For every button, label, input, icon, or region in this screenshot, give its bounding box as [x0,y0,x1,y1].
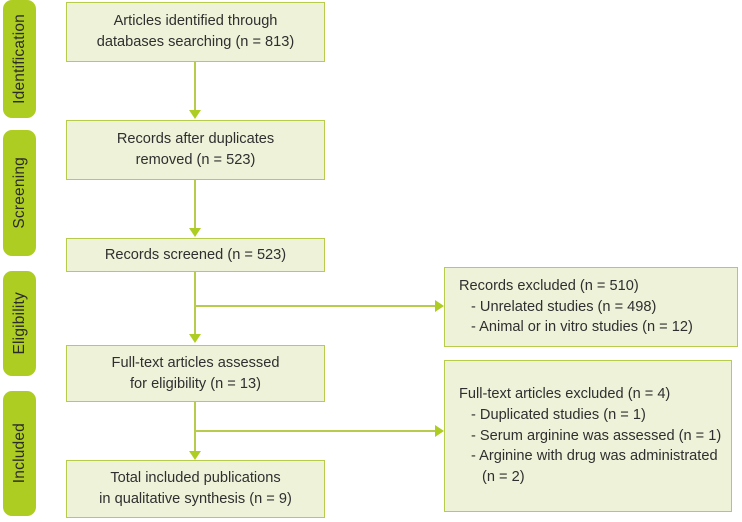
exclusion-reason-item: - Arginine with drug was administrated (… [471,448,718,486]
exclusion-heading-full-text-excluded: Full-text articles excluded (n = 4) [459,386,671,403]
exclusion-reason-item: - Unrelated studies (n = 498) [471,298,657,315]
stage-tab-screening: Screening [3,130,36,256]
stage-label-identification: Identification [10,14,28,104]
flow-box-screened-text: Records screened (n = 523) [104,246,287,263]
connector-full-text-assessed-to-included-total [194,402,196,452]
exclusion-reason-item: - Serum arginine was assessed (n = 1) [471,427,722,444]
connector-full-text-assessed-to-full-text-excluded [194,430,436,432]
connector-screened-to-records-excluded [194,305,436,307]
exclusion-reason-list-full-text-excluded: - Duplicated studies (n = 1) - Serum arg… [459,405,731,488]
stage-tab-identification: Identification [3,0,36,118]
flow-box-included-total-text: Total included publications in qualitati… [99,470,292,507]
arrowhead-screened-to-records-excluded [435,300,444,312]
arrowhead-identified-to-after-duplicates [189,110,201,119]
arrowhead-full-text-assessed-to-included-total [189,451,201,460]
stage-label-eligibility: Eligibility [10,292,28,355]
arrowhead-full-text-assessed-to-full-text-excluded [435,425,444,437]
exclusion-box-full-text-excluded: Full-text articles excluded (n = 4) - Du… [444,360,732,512]
flow-box-screened: Records screened (n = 523) [66,238,325,272]
exclusion-heading-records-excluded: Records excluded (n = 510) [459,277,639,294]
arrowhead-screened-to-full-text-assessed [189,334,201,343]
connector-screened-to-full-text-assessed [194,272,196,334]
flow-box-after-duplicates-text: Records after duplicates removed (n = 52… [116,131,275,168]
connector-after-duplicates-to-screened [194,180,196,229]
exclusion-reason-item: - Animal or in vitro studies (n = 12) [471,319,693,336]
flow-box-identified: Articles identified through databases se… [66,2,325,62]
flow-box-after-duplicates: Records after duplicates removed (n = 52… [66,120,325,180]
stage-label-screening: Screening [10,157,28,229]
arrowhead-after-duplicates-to-screened [189,228,201,237]
flow-box-identified-text: Articles identified through databases se… [96,13,295,50]
stage-label-included: Included [10,423,28,484]
exclusion-reason-item: - Duplicated studies (n = 1) [471,406,646,423]
flow-box-full-text-assessed: Full-text articles assessed for eligibil… [66,345,325,402]
flow-box-included-total: Total included publications in qualitati… [66,460,325,518]
connector-identified-to-after-duplicates [194,62,196,111]
exclusion-reason-list-records-excluded: - Unrelated studies (n = 498) - Animal o… [459,297,737,338]
stage-tab-eligibility: Eligibility [3,271,36,376]
stage-tab-included: Included [3,391,36,516]
exclusion-box-records-excluded: Records excluded (n = 510) - Unrelated s… [444,267,738,347]
flow-box-full-text-assessed-text: Full-text articles assessed for eligibil… [111,354,280,392]
